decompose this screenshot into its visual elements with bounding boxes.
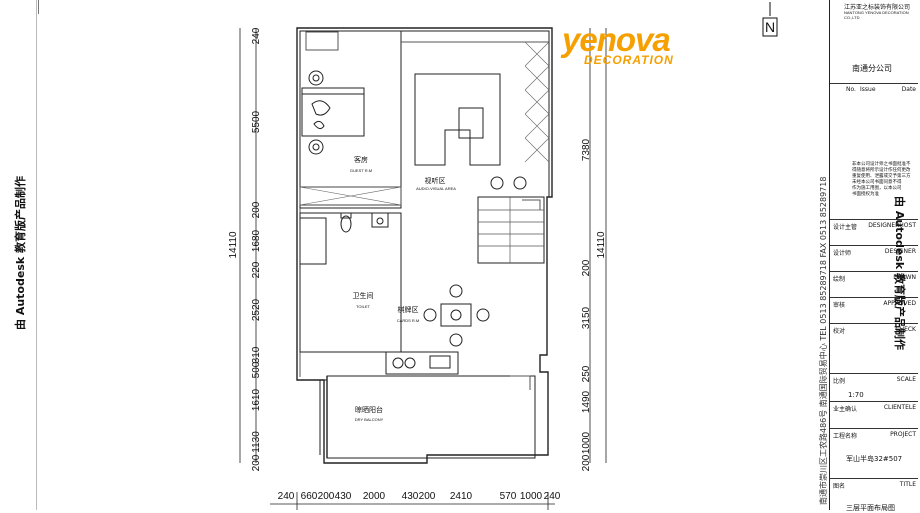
left-dim-seg: 2520 — [251, 298, 262, 321]
right-dim-total: 14110 — [596, 231, 607, 259]
right-dim-seg: 1000 — [581, 431, 592, 454]
left-dim-seg: 240 — [251, 27, 262, 44]
north-arrow-icon — [762, 2, 778, 37]
shower-area — [299, 217, 327, 265]
card-chair — [449, 284, 463, 298]
company-name: 江苏亚之标装饰有限公司 — [844, 4, 911, 11]
toilet-bowl — [340, 215, 352, 233]
bottom-dim-seg: 1000 — [520, 491, 543, 502]
left-dim-seg: 310 — [251, 346, 262, 363]
yenova-logo: yenova DECORATION — [562, 21, 674, 67]
bottom-dim-seg: 430 — [402, 491, 419, 502]
left-dim-seg: 5500 — [251, 110, 262, 133]
title-value: 三层平面布局图 — [846, 504, 895, 512]
room-cards-en: CARDS R.M — [397, 318, 419, 323]
av-armchair — [490, 176, 504, 190]
staircase — [477, 196, 545, 264]
room-balcony-en: DRY BALCONY — [355, 417, 384, 422]
wardrobe-hatch — [299, 186, 402, 206]
branch-name: 南通分公司 — [852, 64, 892, 73]
bottom-dim-seg: 200 — [318, 491, 335, 502]
north-label: N — [765, 19, 775, 35]
av-sofa — [414, 73, 501, 166]
guest-bed — [301, 87, 365, 137]
scale-value: 1:70 — [848, 391, 864, 399]
bottom-dim-seg: 2000 — [363, 491, 386, 502]
right-dim-seg: 200 — [581, 454, 592, 471]
room-guest-cn: 客房 — [354, 155, 368, 164]
outer-wall — [296, 27, 553, 464]
company-name-en: NANTONG YENOVA DECORATION CO.,LTD — [844, 10, 909, 20]
bottom-dim-seg: 660 — [301, 491, 318, 502]
issue-header: No. Issue Date — [830, 83, 918, 94]
wardrobe — [299, 186, 402, 206]
inner-wall-line — [299, 30, 549, 377]
room-wc-en: TOILET — [356, 304, 370, 309]
room-av-en: AUDIO-VISUAL AREA — [416, 186, 456, 191]
left-dim-seg: 200 — [251, 454, 262, 471]
right-dim-seg: 1490 — [581, 390, 592, 413]
notes-block: 非本公司设计师之书面批准不 得随意将所示设计作任何更改 重复使用、泄露或交予第三… — [852, 162, 911, 197]
left-dim-seg: 220 — [251, 261, 262, 278]
av-area-outline — [401, 30, 550, 197]
nightstand-lamp-top — [308, 70, 324, 86]
room-guest-en: GUEST R.M — [350, 168, 372, 173]
room-av-cn: 视听区 — [425, 176, 446, 185]
card-table — [440, 303, 472, 327]
company-address: 南通市崇川区工农路486号 南通国际贸易中心 TEL 0513 85289718… — [819, 176, 828, 505]
bottom-dim-seg: 2410 — [450, 491, 473, 502]
autodesk-credit-right: 由 Autodesk 教育版产品制作 — [893, 196, 906, 351]
left-dim-seg: 500 — [251, 361, 262, 378]
guest-room-wall — [299, 30, 402, 209]
bottom-dim-seg: 200 — [419, 491, 436, 502]
bottom-dim-seg: 570 — [500, 491, 517, 502]
room-cards-cn: 棋牌区 — [398, 305, 419, 314]
left-dim-seg: 1610 — [251, 388, 262, 411]
guest-bed-pillow — [311, 100, 331, 116]
nightstand-lamp-bottom — [308, 139, 324, 155]
right-dim-seg: 250 — [581, 365, 592, 382]
wash-basin — [371, 212, 389, 228]
bottom-dim-seg: 240 — [544, 491, 561, 502]
left-dim-total: 14110 — [228, 231, 239, 259]
counter — [385, 351, 459, 375]
logo-sub: DECORATION — [584, 53, 674, 67]
logo-brand: yenova — [562, 21, 671, 58]
sheet-left-border — [36, 0, 37, 510]
toilet-room-wall — [299, 212, 402, 353]
bottom-dim-seg: 240 — [278, 491, 295, 502]
title-block: 江苏亚之标装饰有限公司 NANTONG YENOVA DECORATION CO… — [829, 0, 918, 512]
room-wc-cn: 卫生间 — [353, 291, 374, 300]
right-dim-seg: 3150 — [581, 306, 592, 329]
project-value: 军山半岛32#507 — [846, 455, 903, 463]
right-dim-seg: 7380 — [581, 138, 592, 161]
room-balcony-cn: 晾晒阳台 — [355, 405, 383, 414]
bottom-dim-seg: 430 — [335, 491, 352, 502]
sheet-left-mark — [38, 0, 45, 14]
coffee-table — [458, 107, 484, 139]
left-dim-seg: 1130 — [251, 431, 262, 453]
left-dim-seg: 1680 — [251, 229, 262, 252]
right-dim-seg: 200 — [581, 259, 592, 276]
left-dim-seg: 200 — [251, 201, 262, 218]
